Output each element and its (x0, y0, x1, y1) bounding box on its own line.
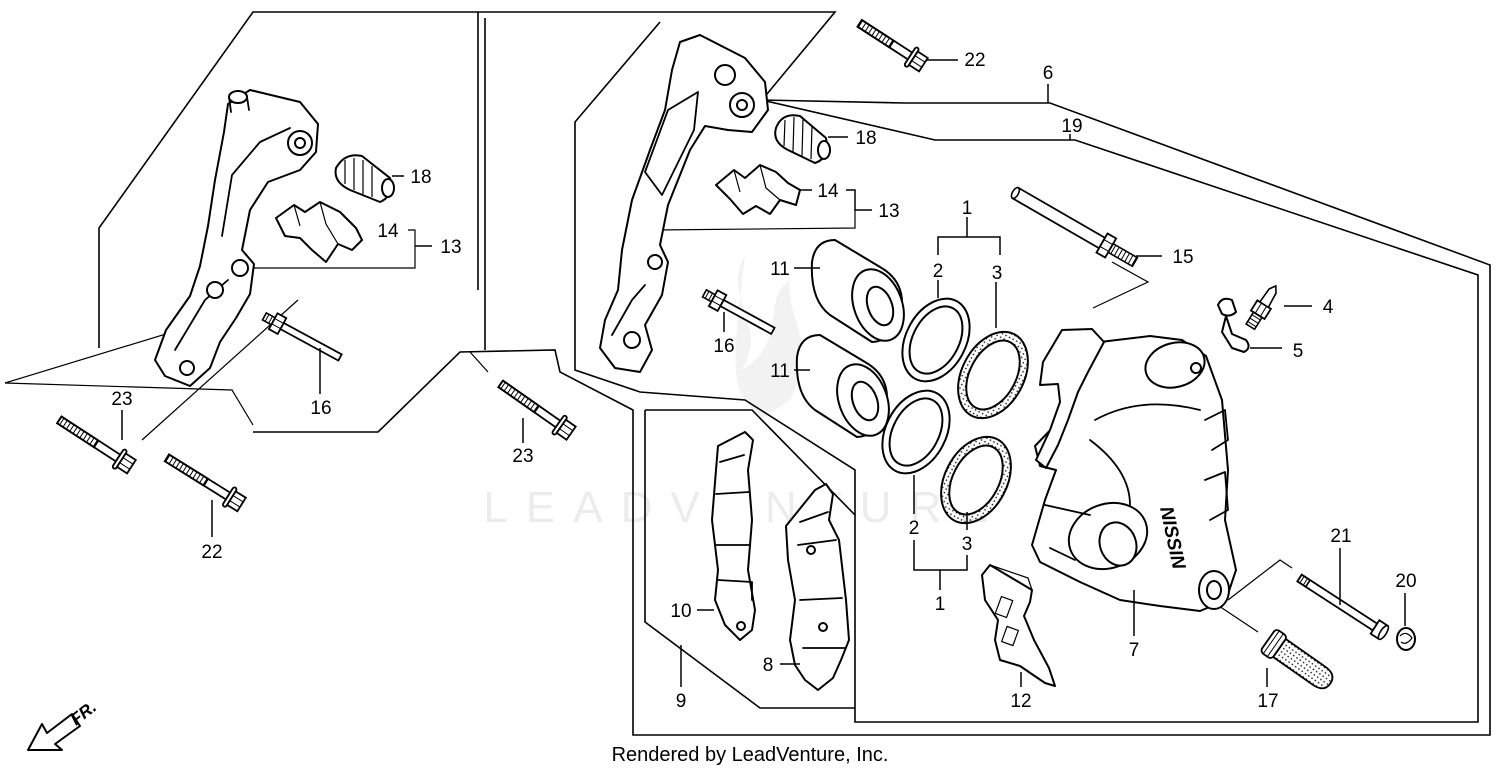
caliper-piston-lower (795, 334, 890, 438)
front-direction-indicator: FR. (27, 697, 100, 751)
brake-pad-8 (785, 483, 850, 691)
pin-bolt-right (701, 288, 776, 336)
assembly-frames (98, 11, 1491, 736)
callout-13-left: 13 (440, 237, 461, 258)
callout-1-bottom: 1 (935, 594, 946, 615)
callout-22-left: 22 (201, 542, 222, 563)
callout-13-right: 13 (878, 201, 899, 222)
callout-12: 12 (1010, 691, 1031, 712)
callout-2-top: 2 (933, 261, 944, 282)
piston-seal-upper (901, 297, 971, 383)
bleeder-cap (1217, 297, 1250, 353)
flange-bolt-23-left (55, 415, 138, 475)
caliper-bracket-right (599, 34, 769, 373)
footer-credit: Rendered by LeadVenture, Inc. (612, 744, 889, 766)
frame-assy-19 (574, 21, 1479, 723)
callout-leaders (121, 59, 1406, 687)
callout-23-left: 23 (111, 389, 132, 410)
brake-pad-10 (711, 431, 756, 641)
frame-assy-6-outline (253, 99, 1491, 736)
callout-3-top: 3 (992, 263, 1003, 284)
callout-14-left: 14 (377, 221, 399, 242)
dust-seal-lower (940, 435, 1012, 525)
callout-2-bottom: 2 (909, 518, 920, 539)
bleeder-valve (1244, 284, 1277, 331)
frame-pad-set (645, 409, 856, 516)
flange-bolt-23-mid (497, 379, 577, 441)
dust-seal-upper (957, 330, 1029, 420)
callout-21: 21 (1330, 526, 1351, 547)
callout-20: 20 (1395, 571, 1416, 592)
callout-14-right: 14 (817, 181, 839, 202)
callout-7: 7 (1129, 640, 1140, 661)
callout-8: 8 (763, 655, 774, 676)
caliper-piston-upper (810, 239, 905, 343)
callout-23-mid: 23 (512, 446, 533, 467)
slide-pin (1010, 186, 1139, 268)
callout-17: 17 (1257, 691, 1278, 712)
callout-numbers: 22 6 19 18 14 13 18 14 13 1 2 3 11 11 15… (111, 50, 1416, 712)
pad-retainer-clip-left (275, 201, 363, 263)
pad-pin (1296, 573, 1390, 641)
caliper-bracket-left (154, 89, 319, 387)
caliper-body: NISSIN (1031, 328, 1237, 612)
callout-10: 10 (670, 601, 691, 622)
frame-pad-set-lower (644, 410, 855, 709)
dust-boot-right (774, 114, 831, 164)
pin-boot (1260, 629, 1334, 690)
callout-18-left: 18 (410, 167, 431, 188)
callout-16-left: 16 (310, 398, 331, 419)
flange-bolt-22-left (163, 453, 248, 513)
callout-16-right: 16 (713, 336, 734, 357)
callout-3-bottom: 3 (962, 534, 973, 555)
callout-18-right: 18 (855, 128, 876, 149)
frame-left-bracket (98, 11, 837, 348)
callout-15: 15 (1172, 247, 1193, 268)
callout-22-top: 22 (964, 50, 985, 71)
dust-boot-left (334, 154, 395, 203)
pin-bolt-left (261, 311, 343, 362)
pad-spring (981, 564, 1056, 687)
callout-11-upper: 11 (770, 259, 790, 280)
pad-retainer-clip-right (715, 164, 801, 215)
callout-9: 9 (676, 691, 687, 712)
flange-bolt-22-top (856, 18, 930, 73)
front-arrow-icon (27, 713, 81, 751)
callout-5: 5 (1293, 341, 1304, 362)
callout-1-top: 1 (962, 198, 973, 219)
callout-11-lower: 11 (770, 361, 790, 382)
watermark-flame-logo (735, 255, 803, 420)
pin-clip (1396, 627, 1416, 651)
callout-6: 6 (1043, 63, 1054, 84)
piston-seal-lower (881, 389, 951, 475)
callout-4: 4 (1323, 297, 1334, 318)
callout-19: 19 (1061, 116, 1082, 137)
